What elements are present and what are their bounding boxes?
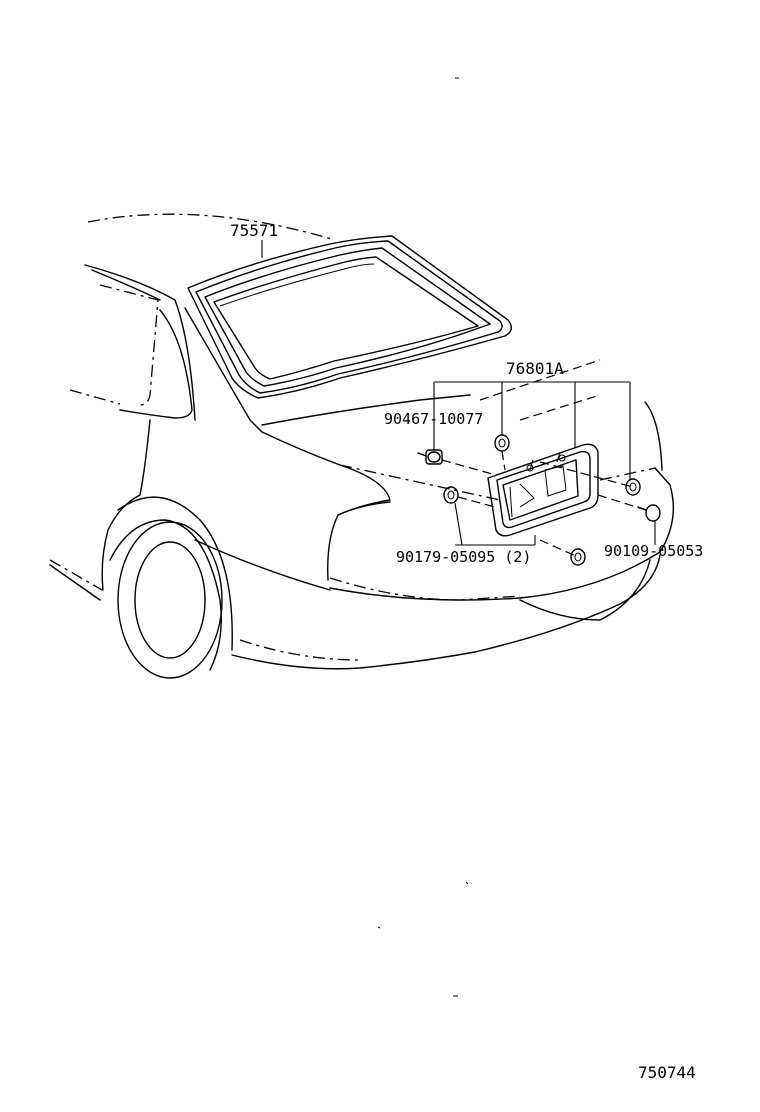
label-90179-05095: 90179-05095 (2) <box>396 548 531 566</box>
label-90467-10077: 90467-10077 <box>384 410 483 428</box>
label-76801a: 76801A <box>506 359 564 378</box>
nut-lower-center-icon <box>570 548 586 566</box>
label-75571: 75571 <box>230 221 278 240</box>
grommet-right-icon <box>625 478 641 496</box>
label-90109-05053: 90109-05053 <box>604 542 703 560</box>
figure-number: 750744 <box>638 1063 696 1082</box>
grommet-upper-center-icon <box>494 434 510 452</box>
car-body <box>49 213 675 679</box>
assembly-centerlines <box>441 359 647 558</box>
leader-lines <box>261 240 656 546</box>
license-plate-bracket <box>487 443 599 537</box>
nut-lower-left-icon <box>443 486 459 504</box>
scan-specks <box>377 77 469 997</box>
rear-window-weatherstrip <box>187 235 513 399</box>
clip-upper-left-icon <box>417 449 443 465</box>
screw-right-icon <box>637 504 661 522</box>
